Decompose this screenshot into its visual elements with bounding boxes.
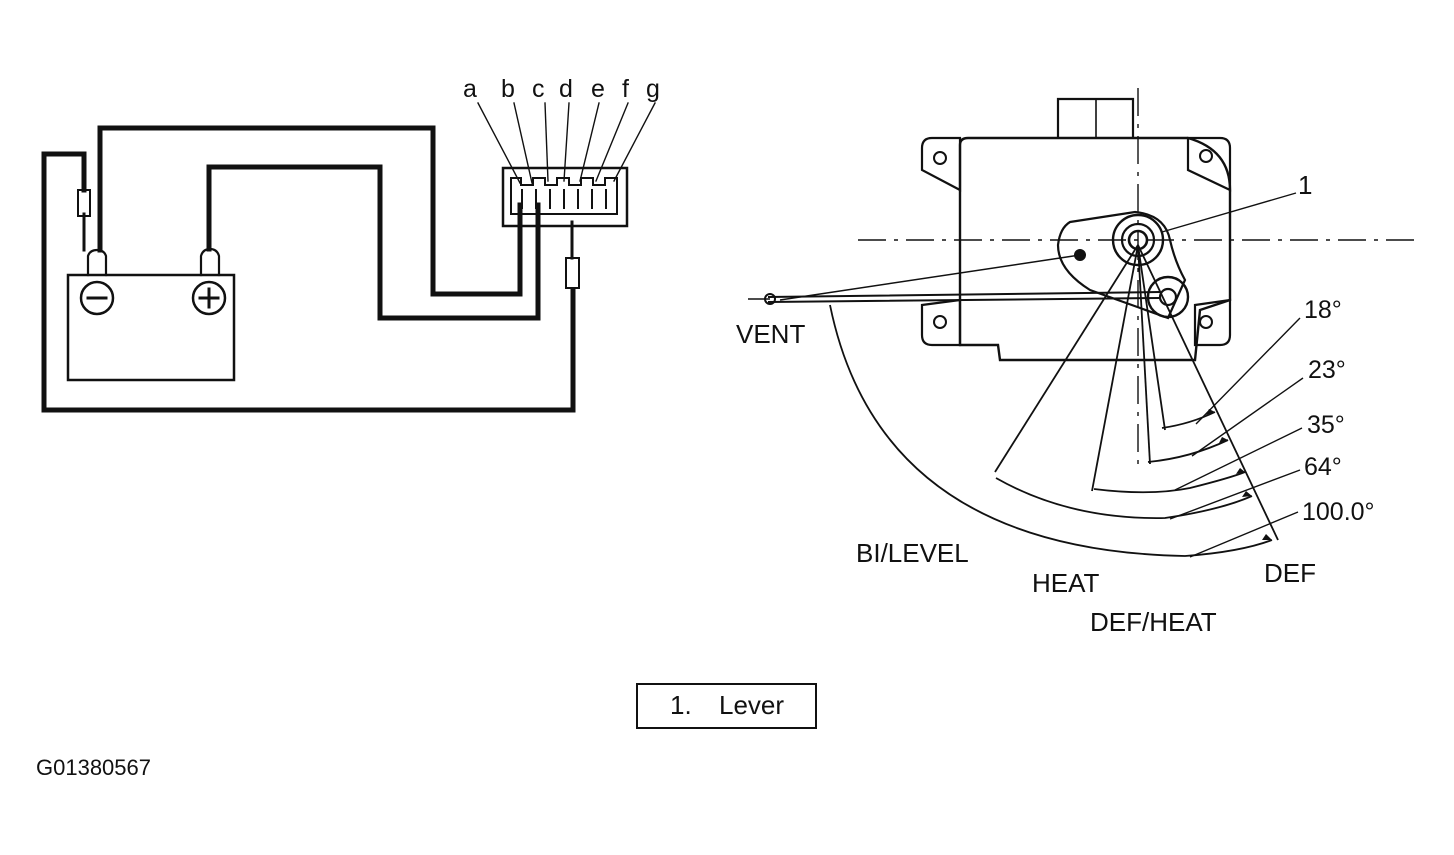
screw-hole-top-left: [933, 151, 947, 165]
legend-text: Lever: [719, 690, 784, 720]
def-heat-position-line: [1137, 244, 1151, 465]
screw-hole-bottom-left: [933, 315, 947, 329]
arc-18-degree: [1161, 411, 1216, 429]
positive-symbol-circle: [191, 280, 227, 316]
inline-fuse-left: [77, 189, 91, 217]
lever-pivot-outer: [1111, 213, 1165, 267]
lever-roller: [1146, 275, 1190, 319]
heat-position-line: [1091, 244, 1139, 492]
lever-callout-leader: [1161, 192, 1297, 233]
pin-label-c: c: [532, 75, 545, 103]
arc-100-degree: [829, 304, 1273, 557]
angle-label-35: 35°: [1307, 411, 1345, 439]
pin-label-d: d: [559, 75, 573, 103]
connector-pins: [521, 189, 607, 209]
mode-label-vent: VENT: [736, 319, 805, 349]
bi-level-position-line: [994, 244, 1139, 473]
mode-label-def: DEF: [1264, 558, 1316, 588]
actuator-housing: [958, 136, 1232, 362]
negative-terminal: [86, 248, 108, 277]
screw-hole-bottom-right: [1199, 315, 1213, 329]
pin-label-a: a: [463, 75, 477, 103]
figure-code: G01380567: [36, 755, 151, 780]
arc-arrowheads: [1206, 409, 1272, 540]
pin-label-f: f: [622, 75, 629, 103]
actuator-diagram: [748, 88, 1420, 558]
pin-label-g: g: [646, 75, 660, 103]
arc-23-degree: [1147, 439, 1229, 463]
mode-label-heat: HEAT: [1032, 568, 1100, 598]
mode-labels: VENT BI/LEVEL HEAT DEF/HEAT DEF: [736, 319, 1316, 637]
actuator-lower-flange-left: [920, 298, 962, 347]
mode-label-bi-level: BI/LEVEL: [856, 538, 969, 568]
lever-callout-number: 1: [1298, 170, 1312, 200]
actuator-lower-flange-right: [1193, 298, 1232, 347]
wiring-circuit: [41, 102, 656, 413]
pin-leader-lines: [477, 102, 656, 184]
angle-leader-lines: [1169, 317, 1304, 558]
wire-outer-loop-top: [41, 151, 576, 413]
arc-35-degree: [1093, 471, 1246, 494]
legend-frame: [636, 683, 817, 729]
battery: [66, 273, 236, 382]
actuator-flange-right: [1186, 136, 1232, 192]
def-position-line: [1137, 244, 1166, 431]
legend-box: 1. Lever: [636, 683, 817, 729]
def-max-position-line: [1137, 244, 1279, 541]
negative-symbol-circle: [79, 280, 115, 316]
arc-64-degree: [995, 477, 1253, 519]
angle-labels: 18° 23° 35° 64° 100.0°: [1302, 296, 1375, 526]
lever-roller-hub: [1158, 287, 1178, 307]
positive-terminal: [199, 247, 221, 277]
angle-label-23: 23°: [1308, 356, 1346, 384]
legend-number: 1.: [670, 690, 692, 720]
angle-label-100: 100.0°: [1302, 498, 1375, 526]
pin-label-b: b: [501, 75, 515, 103]
inline-fuse-right: [565, 257, 580, 289]
angle-label-64: 64°: [1304, 453, 1342, 481]
connector-inner: [510, 177, 618, 215]
mode-label-def-heat: DEF/HEAT: [1090, 607, 1217, 637]
pin-label-e: e: [591, 75, 605, 103]
screw-hole-top-right: [1199, 149, 1213, 163]
wire-negative-to-pin-a: [97, 125, 523, 297]
vent-lever-line: [767, 291, 1161, 303]
wire-positive-to-pin-b: [206, 164, 541, 321]
connector-pin-labels: a b c d e f g: [463, 75, 660, 103]
angle-label-18: 18°: [1304, 296, 1342, 324]
vent-lever-line-link: [779, 254, 1081, 301]
